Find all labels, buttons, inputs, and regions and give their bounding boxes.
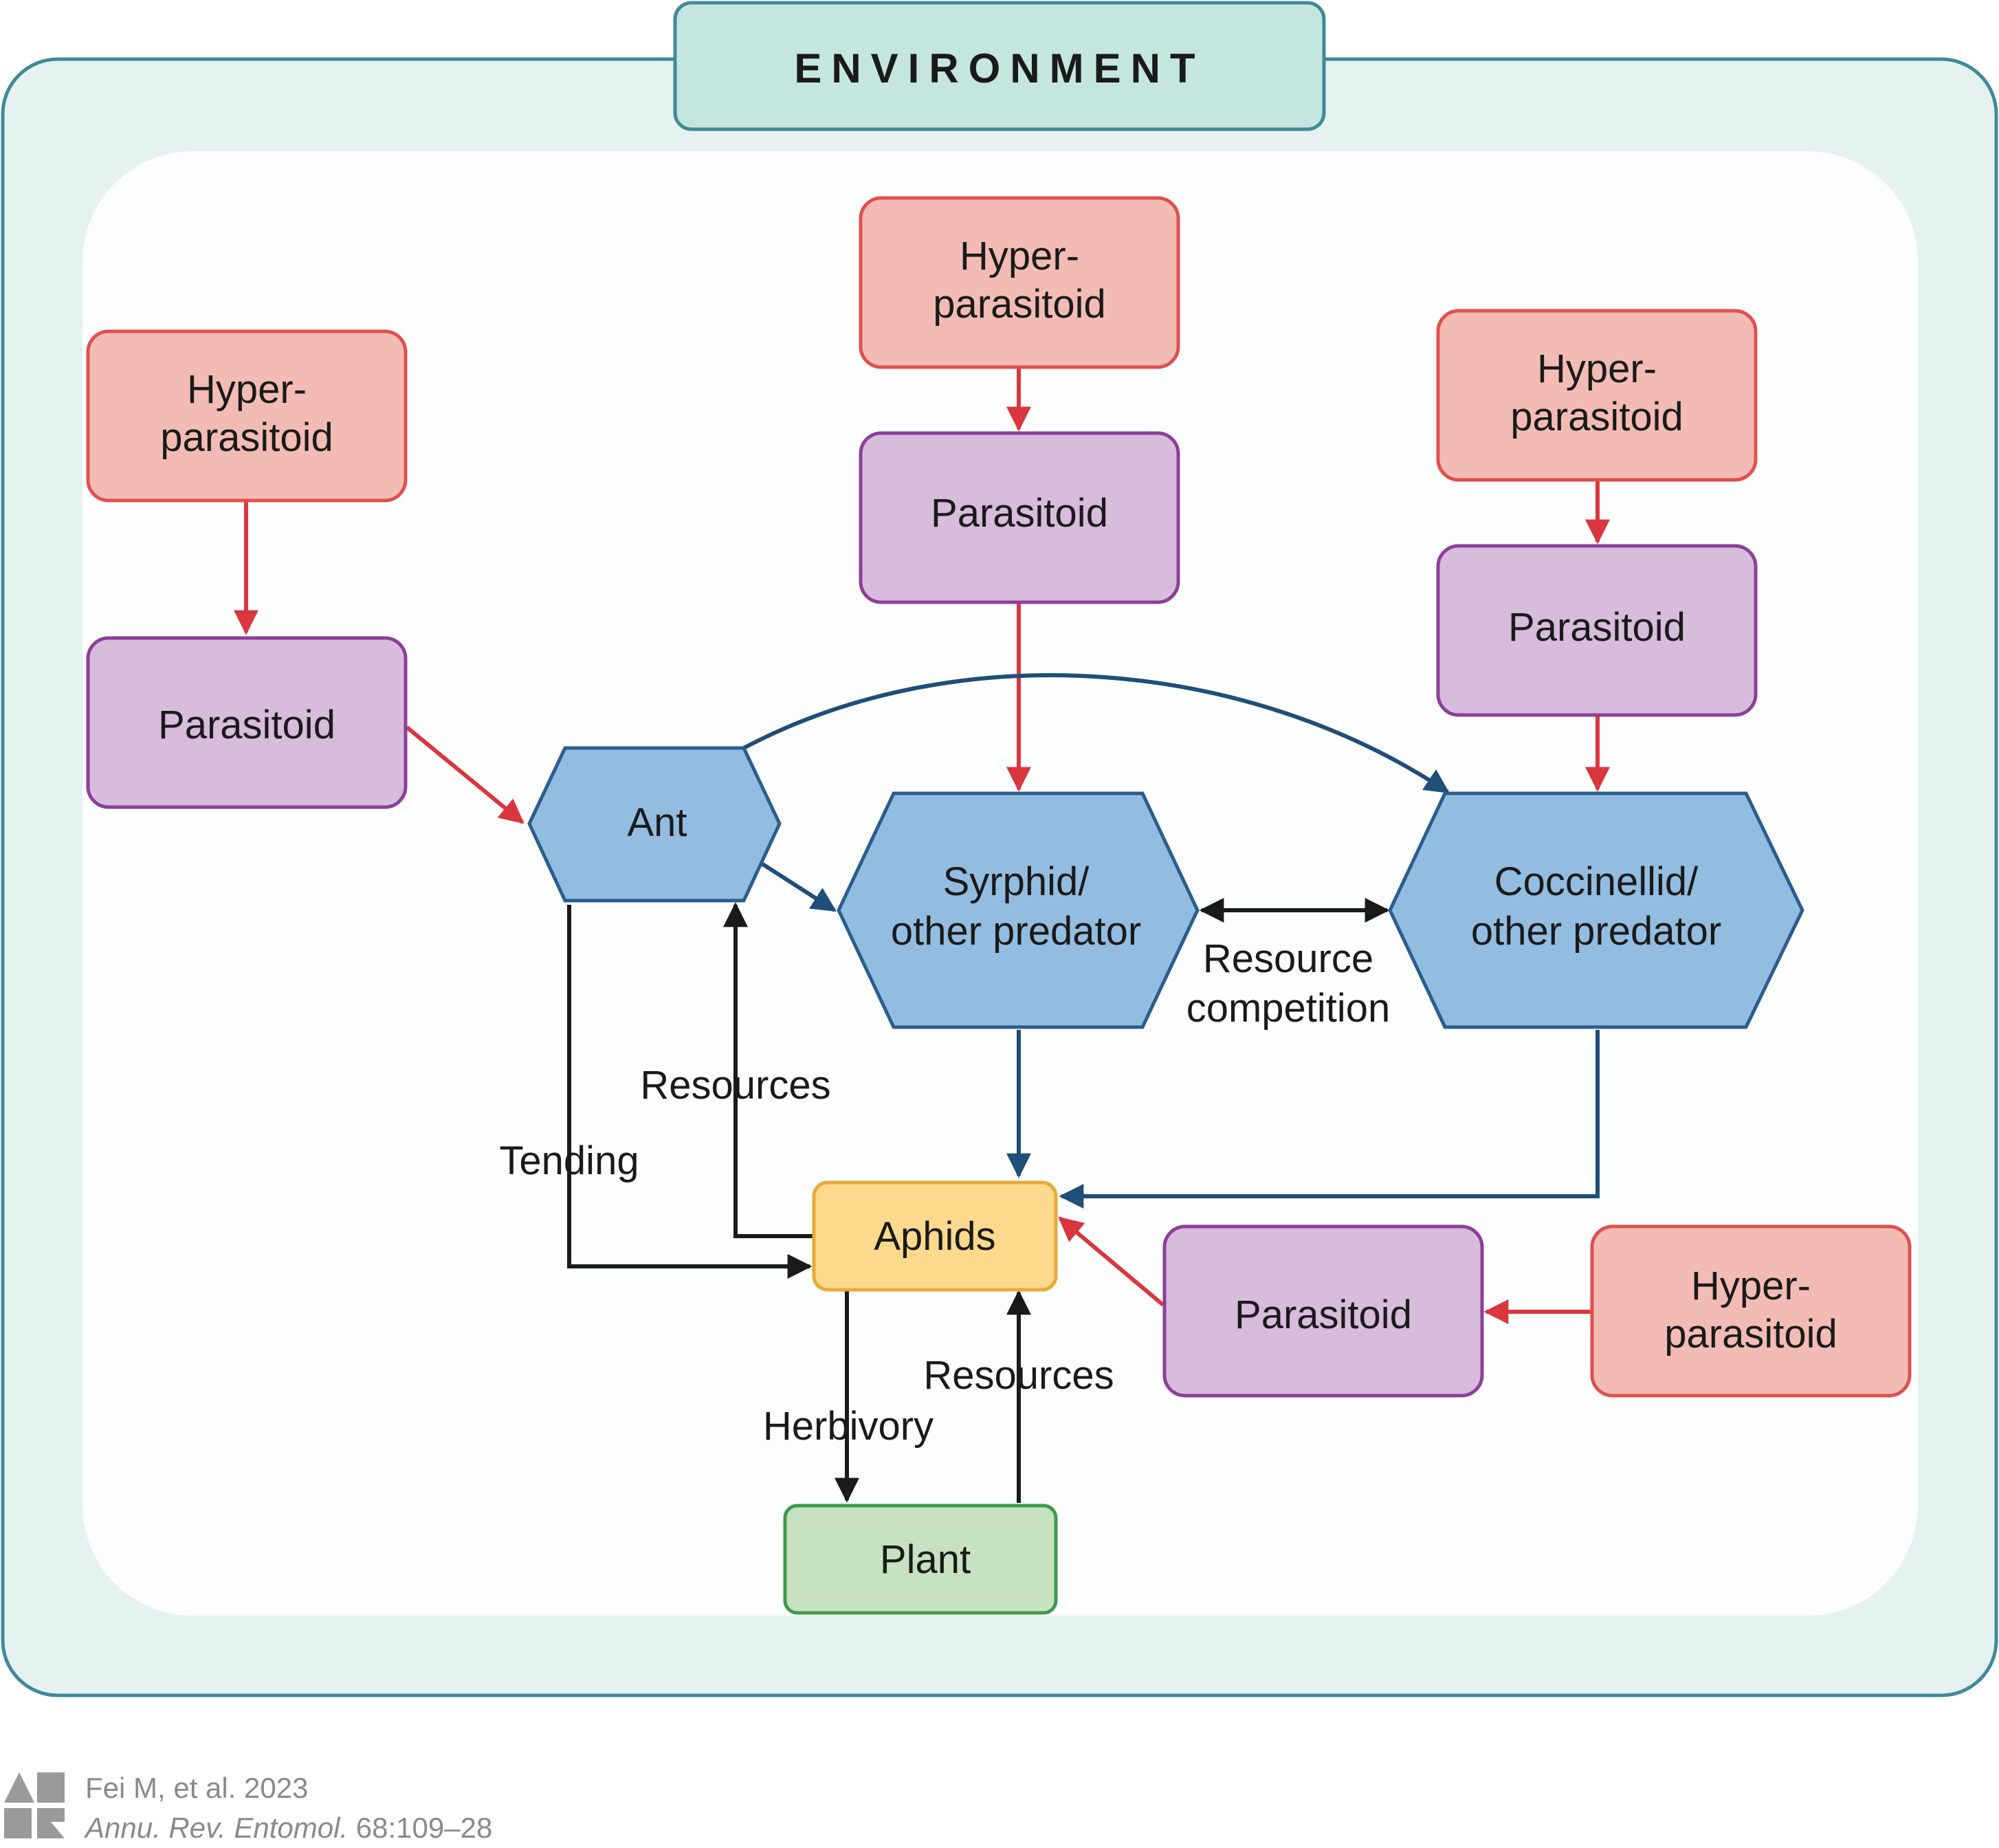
resource-competition-label-line2: competition: [1186, 986, 1391, 1031]
parasitoid-bottom-label: Parasitoid: [1235, 1292, 1412, 1337]
edge-ant-to-coccinellid: [742, 673, 1450, 794]
hyperparasitoid-left-line1: Hyper-: [187, 367, 307, 412]
hyperparasitoid-center-line1: Hyper-: [960, 234, 1079, 278]
parasitoid-left-label: Parasitoid: [158, 703, 335, 747]
edge-parasitoid-bottom-to-aphids: [1058, 1216, 1164, 1307]
syrphid-line1: Syrphid/: [943, 859, 1090, 904]
citation-volume-pages: 68:109–28: [348, 1812, 493, 1844]
citation: Fei M, et al. 2023 Annu. Rev. Entomol. 6…: [85, 1768, 492, 1848]
tending-label: Tending: [499, 1138, 639, 1183]
node-aphids: Aphids: [812, 1180, 1058, 1292]
environment-title: ENVIRONMENT: [794, 45, 1204, 91]
hyperparasitoid-bottom-line1: Hyper-: [1691, 1264, 1811, 1308]
resources-from-plant-label: Resources: [923, 1353, 1114, 1398]
node-hyperparasitoid-right: Hyper- parasitoid: [1436, 309, 1758, 482]
node-ant: Ant: [527, 746, 782, 903]
citation-journal: Annu. Rev. Entomol.: [85, 1812, 349, 1844]
resources-to-ant-label: Resources: [640, 1063, 830, 1108]
plant-label: Plant: [880, 1537, 971, 1582]
environment-title-box: [673, 1, 1326, 131]
hyperparasitoid-right-line2: parasitoid: [1510, 395, 1683, 439]
edge-coccinellid-to-aphids: [1059, 1030, 1600, 1209]
citation-journal-line: Annu. Rev. Entomol. 68:109–28: [85, 1808, 492, 1848]
syrphid-line2: other predator: [891, 909, 1141, 954]
resource-competition-label-line1: Resource: [1203, 936, 1373, 981]
hyperparasitoid-right-line1: Hyper-: [1537, 346, 1657, 391]
parasitoid-right-label: Parasitoid: [1508, 605, 1686, 650]
ant-label: Ant: [627, 800, 687, 845]
coccinellid-line2: other predator: [1471, 909, 1721, 954]
edge-aphids-resources-to-ant: [723, 902, 813, 1238]
hyperparasitoid-left-line2: parasitoid: [160, 415, 333, 460]
parasitoid-center-label: Parasitoid: [931, 491, 1108, 536]
node-plant: Plant: [783, 1504, 1058, 1615]
node-hyperparasitoid-center: Hyper- parasitoid: [859, 196, 1180, 369]
node-parasitoid-center: Parasitoid: [859, 431, 1180, 604]
node-syrphid-predator: Syrphid/ other predator: [837, 791, 1200, 1029]
node-parasitoid-left: Parasitoid: [86, 636, 408, 809]
herbivory-label: Herbivory: [763, 1404, 934, 1449]
node-parasitoid-bottom: Parasitoid: [1162, 1224, 1484, 1398]
node-parasitoid-right: Parasitoid: [1436, 544, 1758, 717]
hyperparasitoid-bottom-line2: parasitoid: [1664, 1312, 1837, 1356]
edge-ant-tending-aphids: [567, 905, 813, 1279]
node-hyperparasitoid-left: Hyper- parasitoid: [86, 329, 408, 503]
citation-authors: Fei M, et al. 2023: [85, 1772, 309, 1804]
annual-reviews-logo: [0, 1768, 69, 1842]
coccinellid-line1: Coccinellid/: [1494, 859, 1699, 904]
edge-parasitoid-left-to-ant: [406, 725, 524, 824]
aphids-label: Aphids: [874, 1214, 995, 1259]
hyperparasitoid-center-line2: parasitoid: [933, 282, 1105, 327]
node-hyperparasitoid-bottom: Hyper- parasitoid: [1590, 1224, 1912, 1398]
node-coccinellid-predator: Coccinellid/ other predator: [1388, 791, 1804, 1029]
edge-ant-to-syrphid: [760, 861, 837, 912]
